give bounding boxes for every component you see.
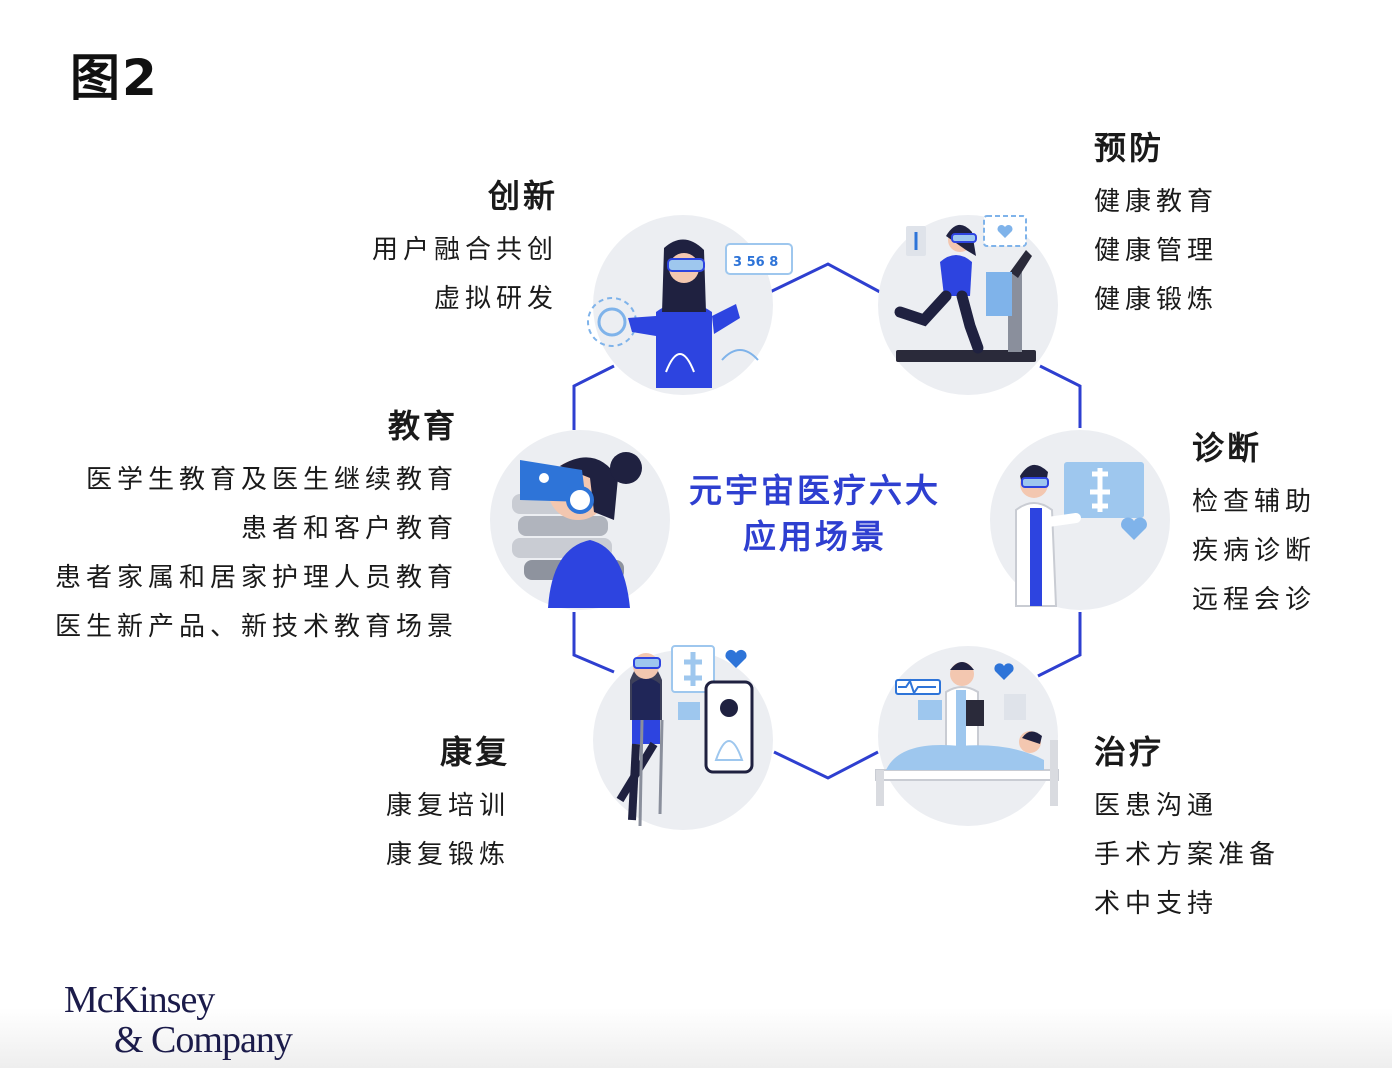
scene-education-title: 教育 <box>387 407 458 445</box>
scene-rehab-title: 康复 <box>439 733 510 771</box>
hospital-bed-icon <box>875 646 1059 826</box>
scene-treatment-title: 治疗 <box>1094 733 1165 771</box>
scene-education-item: 患者和客户教育 <box>240 514 458 544</box>
scene-rehab: 康复 康复培训 康复锻炼 <box>386 732 510 880</box>
scene-rehab-item: 康复锻炼 <box>385 840 510 870</box>
scene-treatment-item: 手术方案准备 <box>1094 840 1281 870</box>
scene-prevention-item: 健康管理 <box>1094 236 1219 266</box>
doctor-xray-icon <box>990 430 1170 610</box>
scene-prevention: 预防 健康教育 健康管理 健康锻炼 <box>1094 128 1218 325</box>
scene-innovation: 创新 用户融合共创 虚拟研发 <box>372 176 558 324</box>
scene-treatment-item: 术中支持 <box>1094 889 1219 919</box>
scene-treatment: 治疗 医患沟通 手术方案准备 术中支持 <box>1094 732 1280 929</box>
scene-education-item: 患者家属和居家护理人员教育 <box>54 563 458 593</box>
center-title-line1: 元宇宙医疗六大 <box>689 471 941 510</box>
vr-researcher-icon: 3 56 8 <box>587 215 793 395</box>
scene-innovation-item: 用户融合共创 <box>371 235 558 265</box>
scene-diagnosis: 诊断 检查辅助 疾病诊断 远程会诊 <box>1192 428 1316 625</box>
crutches-patient-icon <box>593 645 773 830</box>
scene-innovation-item: 虚拟研发 <box>433 284 558 314</box>
scene-prevention-item: 健康锻炼 <box>1094 285 1219 315</box>
treadmill-runner-icon <box>878 215 1058 395</box>
vr-learner-books-icon <box>490 430 670 610</box>
scene-prevention-title: 预防 <box>1094 129 1165 167</box>
scene-innovation-title: 创新 <box>487 177 558 215</box>
logo-line2: & Company <box>114 1019 293 1061</box>
mckinsey-logo: McKinsey & Company <box>64 979 293 1061</box>
scene-rehab-item: 康复培训 <box>385 791 510 821</box>
scene-treatment-item: 医患沟通 <box>1094 791 1219 821</box>
scene-diagnosis-item: 远程会诊 <box>1192 585 1317 615</box>
figure-label: 图2 <box>70 49 159 107</box>
hexagon-edges <box>572 262 1082 780</box>
scene-diagnosis-item: 疾病诊断 <box>1192 536 1317 566</box>
svg-text:3 56 8: 3 56 8 <box>733 255 778 270</box>
scene-education-item: 医学生教育及医生继续教育 <box>85 465 458 495</box>
bottom-shade <box>0 1008 1392 1068</box>
center-title: 元宇宙医疗六大 应用场景 <box>660 468 970 560</box>
scene-prevention-item: 健康教育 <box>1094 187 1219 217</box>
scene-education-item: 医生新产品、新技术教育场景 <box>54 612 458 642</box>
scene-diagnosis-item: 检查辅助 <box>1192 487 1317 517</box>
scene-diagnosis-title: 诊断 <box>1192 429 1263 467</box>
scene-education: 教育 医学生教育及医生继续教育 患者和客户教育 患者家属和居家护理人员教育 医生… <box>55 406 458 652</box>
center-title-line2: 应用场景 <box>743 517 887 556</box>
logo-line1: McKinsey <box>64 979 215 1021</box>
